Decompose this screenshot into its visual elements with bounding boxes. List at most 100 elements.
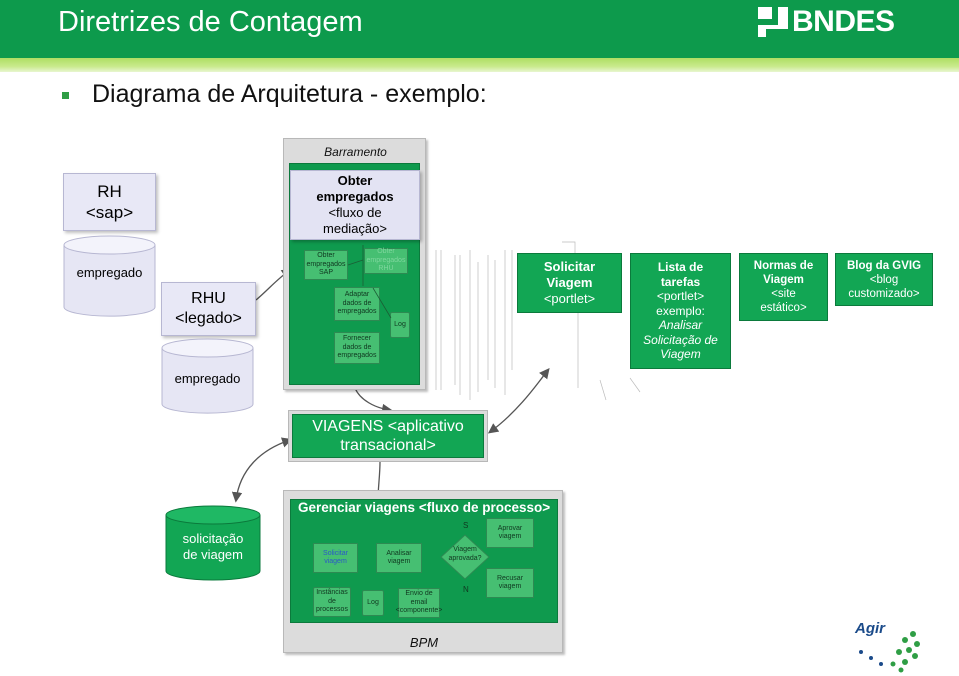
bpm-decision-l1: Viagem — [453, 546, 477, 553]
bpm-recusar-l1: Recusar — [496, 574, 524, 582]
step-fornecer[interactable]: Fornecer dados de empregados — [334, 332, 380, 364]
db-solicitacao-l2: de viagem — [183, 547, 243, 562]
portlet-lista-l7: Viagem — [660, 347, 701, 362]
portlet-lista-l6: Solicitação de — [643, 332, 718, 347]
step-obter-sap-l3: SAP — [318, 269, 333, 277]
db-solicitacao-viagem: solicitação de viagem — [165, 505, 261, 581]
step-fornecer-l1: Fornecer — [342, 335, 371, 343]
agir-dots-icon — [859, 631, 920, 673]
portlet-solicitar-l3: <portlet> — [543, 291, 596, 306]
bpm-decision-l2: aprovada? — [448, 554, 482, 562]
bpm-envio-l3: <componente> — [395, 607, 443, 615]
portlet-normas-l2: Viagem — [763, 274, 804, 286]
agir-logo-text: Agir — [855, 620, 885, 637]
header-bar — [0, 0, 959, 58]
portlet-solicitar-l1: Solicitar — [543, 259, 596, 274]
viagens-line1: VIAGENS <aplicativo — [312, 418, 464, 435]
bpm-aprovar-l2: viagem — [498, 533, 522, 540]
page-title: Diretrizes de Contagem — [58, 6, 363, 38]
rh-sap-box: RH <sap> — [63, 173, 156, 231]
bpm-log-label: Log — [367, 598, 379, 606]
barramento-log-label: Log — [394, 320, 406, 328]
bndes-logo-text: BNDES — [792, 5, 895, 38]
rh-sap-line1: RH — [97, 182, 122, 201]
bpm-aprovar-viagem[interactable]: Aprovar viagem — [486, 518, 534, 548]
bpm-analisar-l2: viagem — [387, 558, 411, 565]
bpm-aprovar-l1: Aprovar — [497, 524, 523, 532]
viagens-line2: transacional> — [340, 437, 436, 454]
portlet-normas-l1: Normas de — [753, 260, 814, 272]
portlet-lista-l2: tarefas — [660, 274, 701, 289]
portlet-lista-tarefas[interactable]: Lista de tarefas <portlet> exemplo: Anal… — [630, 253, 731, 369]
bpm-envio-l1: Envio de — [405, 590, 433, 598]
flow-title-line3: <fluxo de — [328, 205, 382, 220]
portlet-blog-gvig[interactable]: Blog da GVIG <blog customizado> — [835, 253, 933, 306]
viagens-app-box[interactable]: VIAGENS <aplicativo transacional> — [292, 414, 484, 458]
step-fornecer-l3: empregados — [337, 352, 377, 360]
bndes-mark-icon — [758, 7, 788, 37]
portlet-lista-l4: exemplo: — [656, 303, 705, 318]
step-adaptar-l1: Adaptar — [344, 291, 370, 299]
barramento-log-db: Log — [390, 312, 410, 338]
portlet-normas-viagem[interactable]: Normas de Viagem <site estático> — [739, 253, 828, 321]
bpm-instancias-l2: de processos — [316, 597, 348, 614]
db-empregado-rh-label: empregado — [76, 265, 143, 280]
barramento-label: Barramento — [324, 145, 387, 159]
db-solicitacao-l1: solicitação — [182, 531, 244, 546]
bpm-decision-label: Viagem aprovada? — [440, 546, 490, 563]
step-fornecer-l2: dados de — [342, 343, 372, 351]
rhu-legado-line1: RHU — [191, 290, 226, 307]
arrow-db-viagens — [231, 437, 293, 503]
portlet-normas-l3: <site — [771, 288, 796, 300]
step-adaptar-l2: dados de — [342, 299, 372, 307]
bpm-envio-email[interactable]: Envio de email <componente> — [395, 588, 443, 618]
bpm-analisar-l1: Analisar — [386, 549, 412, 557]
rhu-legado-box: RHU <legado> — [161, 282, 256, 336]
portlet-lista-l1: Lista de — [657, 260, 704, 275]
portlet-solicitar-l2: Viagem — [546, 275, 593, 290]
flow-mediacao-box: Obter empregados <fluxo de mediação> — [290, 170, 420, 240]
rhu-legado-line2: <legado> — [175, 310, 242, 327]
portlet-solicitar-viagem[interactable]: Solicitar Viagem <portlet> — [517, 253, 622, 313]
bpm-log-db: Log — [362, 590, 384, 616]
portlet-blog-l3: customizado> — [848, 287, 920, 300]
bpm-solicitar-l1: Solicitar — [323, 549, 348, 557]
portlet-lista-l3: <portlet> — [656, 289, 705, 304]
arrow-barramento-viagens — [354, 387, 393, 415]
db-solicitacao-label: solicitação de viagem — [165, 531, 261, 563]
bpm-solicitar-viagem[interactable]: Solicitar viagem — [313, 543, 358, 573]
step-adaptar-l3: empregados — [337, 308, 377, 316]
step-faded-l3: RHU — [378, 265, 394, 273]
bpm-envio-l2: email — [410, 598, 428, 606]
step-obter-sap-l2: empregados — [306, 260, 346, 268]
bpm-yes-label: S — [463, 521, 469, 530]
db-empregado-rhu-label: empregado — [174, 371, 241, 386]
portlet-blog-l1: Blog da GVIG — [846, 259, 922, 272]
step-adaptar[interactable]: Adaptar dados de empregados — [334, 287, 380, 321]
bpm-recusar-l2: viagem — [498, 583, 522, 590]
header-stripe — [0, 58, 959, 72]
arrow-viagens-portlet — [487, 367, 550, 434]
bpm-process-title: Gerenciar viagens <fluxo de processo> — [298, 500, 558, 515]
bpm-recusar-viagem[interactable]: Recusar viagem — [486, 568, 534, 598]
flow-title-line2: empregados — [316, 189, 394, 204]
bpm-decision-diamond[interactable] — [440, 534, 490, 580]
rh-sap-line2: <sap> — [85, 203, 134, 222]
bpm-analisar-viagem[interactable]: Analisar viagem — [376, 543, 422, 573]
bpm-instancias-l1: Instâncias — [316, 589, 348, 597]
portlet-blog-l2: <blog — [869, 273, 899, 286]
bpm-process-title-text: Gerenciar viagens <fluxo de processo> — [298, 500, 551, 515]
bullet-icon — [62, 92, 69, 99]
step-obter-sap[interactable]: Obter empregados SAP — [304, 250, 348, 280]
step-obter-sap-l1: Obter — [317, 252, 335, 260]
step-faded: Obter empregados RHU — [364, 248, 408, 274]
barramento-internal-arrows — [347, 245, 392, 319]
step-faded-l1: Obter — [377, 248, 395, 256]
flow-title-line1: Obter — [337, 173, 373, 188]
bpm-label: BPM — [409, 635, 439, 650]
bndes-logo: BNDES — [758, 5, 895, 39]
step-faded-l2: empregados — [366, 256, 406, 264]
subtitle: Diagrama de Arquitetura - exemplo: — [92, 80, 487, 108]
bpm-solicitar-l2: viagem — [324, 558, 347, 565]
portlet-lista-l5: Analisar — [658, 318, 703, 333]
